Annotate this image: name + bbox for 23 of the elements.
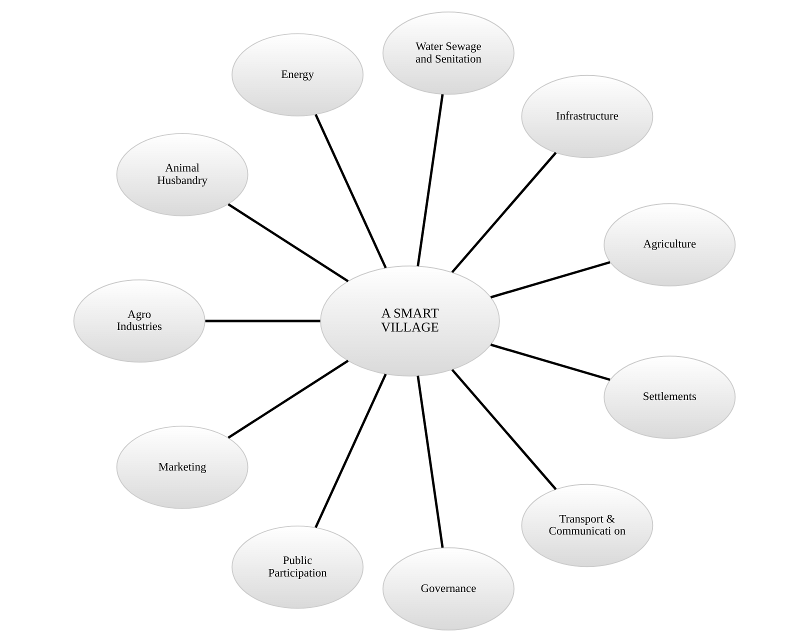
node-ellipse: Transport & Communicati on [521, 484, 654, 568]
connector [314, 114, 387, 268]
node-ellipse: Energy [232, 33, 364, 116]
node-ellipse: Infrastructure [521, 74, 654, 158]
connector [205, 320, 320, 322]
connector [314, 374, 387, 528]
connector [490, 344, 610, 381]
node-ellipse: Agro Industries [73, 279, 206, 363]
connector [451, 368, 557, 490]
node-ellipse: Agriculture [604, 203, 736, 286]
node-ellipse: Animal Husbandry [116, 133, 248, 216]
node-ellipse: Marketing [116, 426, 248, 509]
connector [490, 261, 610, 298]
node-ellipse: Public Participation [232, 526, 364, 609]
connector [451, 152, 557, 274]
connector [228, 360, 349, 439]
node-ellipse: Governance [382, 547, 514, 630]
node-ellipse: Water Sewage and Senitation [382, 12, 514, 95]
node-ellipse: A SMART VILLAGE [320, 266, 500, 376]
connector [228, 203, 349, 282]
node-ellipse: Settlements [604, 356, 736, 439]
connector [416, 94, 444, 266]
connector [416, 376, 444, 548]
